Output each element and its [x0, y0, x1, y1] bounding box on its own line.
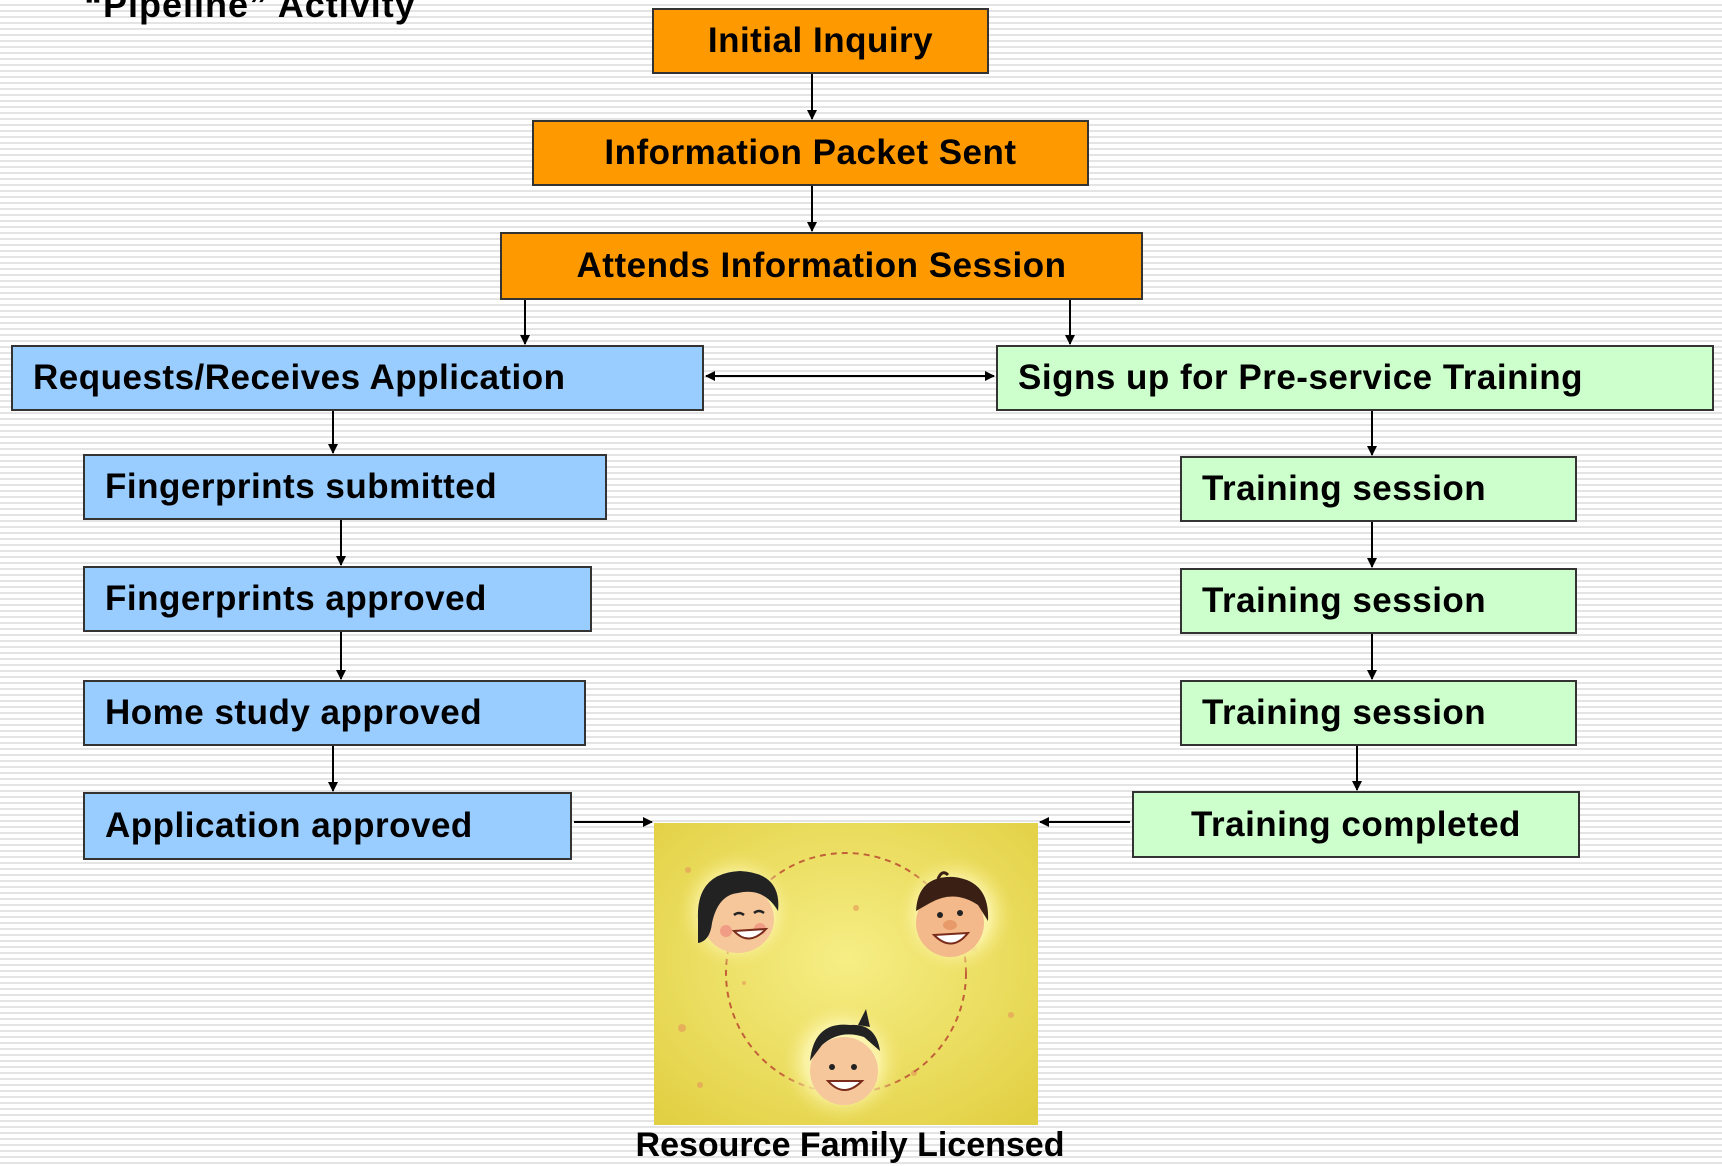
step-application-approved: Application approved	[83, 792, 572, 860]
step-training-session-1: Training session	[1180, 456, 1577, 522]
step-signs-up-for-training: Signs up for Pre-service Training	[996, 345, 1714, 411]
step-requests-receives-application: Requests/Receives Application	[11, 345, 704, 411]
step-attends-information-session: Attends Information Session	[500, 232, 1143, 300]
outcome-caption: Resource Family Licensed	[635, 1126, 1065, 1164]
step-initial-inquiry: Initial Inquiry	[652, 8, 989, 74]
family-faces-illustration	[654, 823, 1038, 1125]
step-home-study-approved: Home study approved	[83, 680, 586, 746]
page-title: “Pipeline” Activity	[84, 0, 416, 25]
step-fingerprints-approved: Fingerprints approved	[83, 566, 592, 632]
step-training-session-2: Training session	[1180, 568, 1577, 634]
step-training-session-3: Training session	[1180, 680, 1577, 746]
woman-face-icon	[697, 871, 779, 953]
step-information-packet-sent: Information Packet Sent	[532, 120, 1089, 186]
step-training-completed: Training completed	[1132, 791, 1580, 858]
step-fingerprints-submitted: Fingerprints submitted	[83, 454, 607, 520]
child-face-icon	[810, 1009, 880, 1105]
man-face-icon	[916, 871, 989, 957]
